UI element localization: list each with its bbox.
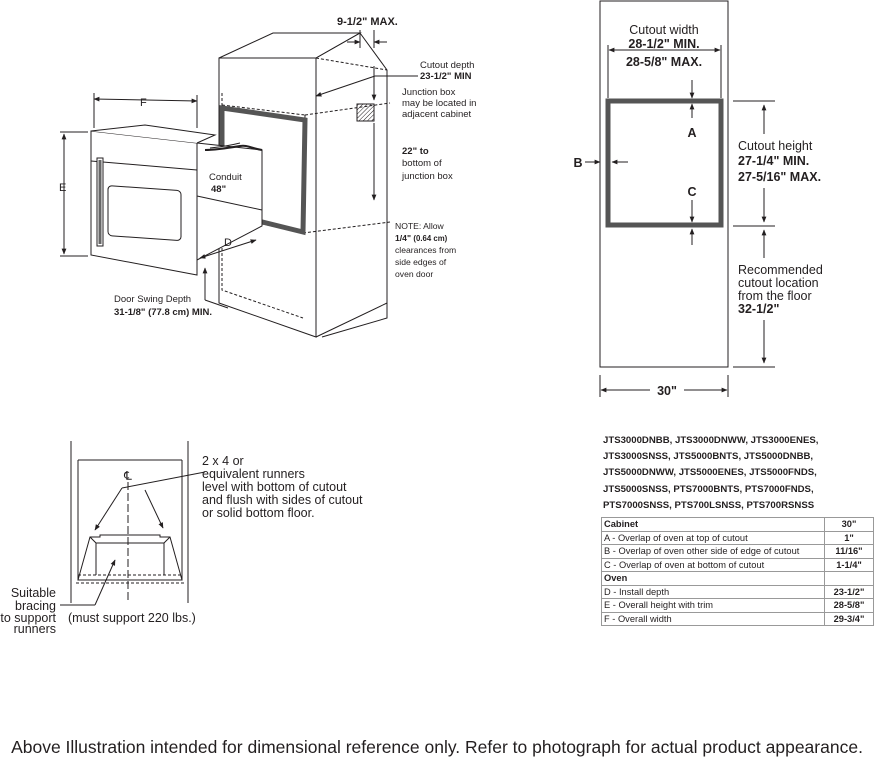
model-line: JTS3000DNBB, JTS3000DNWW, JTS3000ENES, — [603, 435, 819, 446]
runners-line-3: level with bottom of cutout — [202, 480, 347, 494]
jbox-distance-value: 22" to — [402, 146, 429, 157]
model-line: JTS5000SNSS, PTS7000BNTS, PTS7000FNDS, — [603, 483, 814, 495]
runners-line-4: and flush with sides of cutout — [202, 493, 363, 507]
label-c: C — [687, 185, 696, 199]
row-label: F - Overall width — [601, 611, 825, 626]
row-value: 29-3/4" — [824, 611, 874, 626]
dim-d-label: D — [224, 237, 232, 249]
door-swing-value: 31-1/8" (77.8 cm) MIN. — [114, 307, 212, 318]
model-line: PTS7000SNSS, PTS700LSNSS, PTS700RSNSS — [603, 499, 815, 511]
conduit-length: 48" — [211, 184, 226, 195]
conduit-label: Conduit — [209, 172, 242, 183]
cabinet-width-30: 30" — [657, 384, 677, 398]
label-a: A — [687, 126, 696, 140]
dim-e-label: E — [59, 182, 66, 194]
bracing-line-1: Suitable — [11, 586, 56, 600]
cutout-height-max: 27-5/16" MAX. — [738, 170, 821, 184]
label-b: B — [573, 156, 582, 170]
junction-text-1: Junction box — [402, 87, 456, 98]
row-value: 11/16" — [824, 544, 874, 559]
cutout-front-diagram: Cutout width 28-1/2" MIN. 28-5/8" MAX. A… — [573, 0, 823, 398]
door-swing-title: Door Swing Depth — [114, 294, 191, 305]
table-row: A - Overlap of oven at top of cutout 1" — [601, 530, 874, 545]
cutout-dimension-lines — [585, 45, 775, 397]
cutout-depth-value: 23-1/2" MIN — [420, 71, 472, 82]
runner-arrows — [60, 471, 206, 606]
oven-header: Oven — [601, 571, 825, 586]
cutout-height-min: 27-1/4" MIN. — [738, 154, 809, 168]
cutout-width-max: 28-5/8" MAX. — [626, 55, 702, 69]
jbox-distance-3: junction box — [401, 171, 453, 182]
row-label: D - Install depth — [601, 584, 825, 599]
row-label: E - Overall height with trim — [601, 598, 825, 613]
cutout-width-title: Cutout width — [629, 23, 699, 37]
table-row: B - Overlap of oven other side of edge o… — [601, 544, 874, 559]
note-line-1: NOTE: Allow — [395, 221, 445, 231]
cabinet-front — [599, 0, 729, 368]
model-line: JTS3000SNSS, JTS5000BNTS, JTS5000DNBB, — [603, 451, 814, 463]
cutout-height-title: Cutout height — [738, 139, 813, 153]
note-line-4: side edges of — [395, 257, 447, 267]
table-row: Cabinet 30" — [601, 517, 874, 532]
cabinet-value: 30" — [824, 517, 874, 532]
runners-line-2: equivalent runners — [202, 467, 305, 481]
table-row: F - Overall width 29-3/4" — [601, 611, 874, 626]
row-label: A - Overlap of oven at top of cutout — [601, 530, 825, 545]
row-value: 28-5/8" — [824, 598, 874, 613]
recommended-value: 32-1/2" — [738, 302, 779, 316]
spec-table: Cabinet 30" A - Overlap of oven at top o… — [601, 517, 874, 626]
bracing-line-3: to support — [0, 611, 56, 625]
junction-text-2: may be located in — [402, 98, 476, 109]
note-line-5: oven door — [395, 269, 433, 279]
row-value: 1" — [824, 530, 874, 545]
model-line: JTS5000DNWW, JTS5000ENES, JTS5000FNDS, — [603, 467, 817, 479]
spec-area: JTS3000DNBB, JTS3000DNWW, JTS3000ENES, J… — [601, 433, 874, 626]
dimension-lines — [60, 30, 418, 309]
cutout-width-min: 28-1/2" MIN. — [628, 37, 699, 51]
table-row: D - Install depth 23-1/2" — [601, 584, 874, 599]
recommended-line-1: Recommended — [738, 263, 823, 277]
junction-text-3: adjacent cabinet — [402, 109, 472, 120]
disclaimer-text: Above Illustration intended for dimensio… — [11, 737, 863, 757]
dim-f-label: F — [140, 97, 147, 109]
runner-structure — [70, 441, 189, 603]
junction-box — [356, 103, 375, 122]
cabinet — [218, 32, 388, 338]
note-line-2: 1/4" (0.64 cm) — [395, 233, 448, 243]
row-value: 1-1/4" — [824, 557, 874, 572]
oven-install-diagram: F E D 9-1/2" MAX. Cutout depth 23-1/2" M… — [59, 16, 476, 338]
table-row: Oven — [601, 571, 874, 586]
model-list: JTS3000DNBB, JTS3000DNWW, JTS3000ENES, J… — [603, 433, 874, 514]
table-row: E - Overall height with trim 28-5/8" — [601, 598, 874, 613]
top-max-dim: 9-1/2" MAX. — [337, 16, 398, 28]
support-weight: (must support 220 lbs.) — [68, 611, 196, 625]
runner-support-diagram: ℄ 2 x 4 or equivalent runners level with… — [0, 441, 363, 636]
runners-line-5: or solid bottom floor. — [202, 506, 315, 520]
runners-line-1: 2 x 4 or — [202, 454, 244, 468]
conduit — [204, 144, 263, 151]
recommended-line-3: from the floor — [738, 289, 812, 303]
bracing-line-2: bracing — [15, 599, 56, 613]
cabinet-header: Cabinet — [601, 517, 825, 532]
oven — [90, 124, 263, 276]
bracing-line-4: runners — [14, 622, 56, 636]
cutout-depth-title: Cutout depth — [420, 60, 474, 71]
centerline-symbol: ℄ — [123, 469, 132, 483]
jbox-distance-2: bottom of — [402, 158, 442, 169]
row-label: B - Overlap of oven other side of edge o… — [601, 544, 825, 559]
table-row: C - Overlap of oven at bottom of cutout … — [601, 557, 874, 572]
row-value: 23-1/2" — [824, 584, 874, 599]
row-label: C - Overlap of oven at bottom of cutout — [601, 557, 825, 572]
oven-header-blank — [824, 571, 874, 586]
note-line-3: clearances from — [395, 245, 456, 255]
recommended-line-2: cutout location — [738, 276, 819, 290]
